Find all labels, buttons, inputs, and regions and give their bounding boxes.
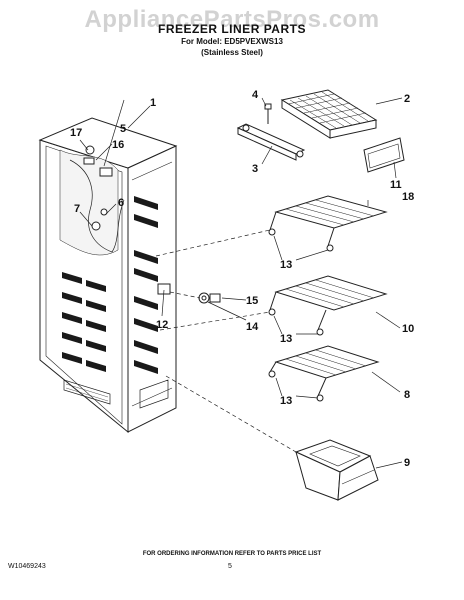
part-3-bracket bbox=[236, 123, 306, 161]
callout-10: 10 bbox=[402, 323, 414, 335]
leader-lines bbox=[79, 97, 403, 469]
callout-13c: 13 bbox=[280, 395, 292, 407]
shelf-18 bbox=[268, 195, 388, 252]
callout-13a: 13 bbox=[280, 259, 292, 271]
alignment-lines bbox=[155, 229, 297, 453]
part-2-shelf-cover bbox=[280, 89, 378, 139]
callout-8: 8 bbox=[404, 389, 410, 401]
part-14-support bbox=[198, 292, 221, 304]
callout-2: 2 bbox=[404, 93, 410, 105]
callout-17: 17 bbox=[70, 127, 82, 139]
callout-14: 14 bbox=[246, 321, 259, 333]
callout-3: 3 bbox=[252, 163, 258, 175]
page-title: FREEZER LINER PARTS bbox=[158, 22, 306, 36]
callout-16: 16 bbox=[112, 139, 124, 151]
page-number: 5 bbox=[228, 563, 232, 570]
watermark: AppliancePartsPros.com bbox=[84, 6, 380, 33]
light-components bbox=[69, 145, 171, 295]
shelf-8 bbox=[268, 345, 380, 402]
part-9-bin bbox=[294, 439, 379, 501]
part-11-panel bbox=[363, 137, 405, 173]
callout-4: 4 bbox=[252, 89, 259, 101]
callout-18: 18 bbox=[402, 191, 414, 203]
callout-7: 7 bbox=[74, 203, 80, 215]
shelf-10 bbox=[268, 275, 388, 336]
finish-line: (Stainless Steel) bbox=[201, 48, 263, 57]
callout-9: 9 bbox=[404, 457, 410, 469]
callout-5: 5 bbox=[120, 123, 126, 135]
callout-13b: 13 bbox=[280, 333, 292, 345]
callout-15: 15 bbox=[246, 295, 258, 307]
model-line: For Model: ED5PVEXWS13 bbox=[181, 37, 283, 46]
callout-12: 12 bbox=[156, 319, 168, 331]
callout-1: 1 bbox=[150, 97, 156, 109]
callout-11: 11 bbox=[390, 179, 402, 191]
part-4-screw bbox=[264, 103, 272, 124]
freezer-liner bbox=[38, 117, 178, 434]
callout-6: 6 bbox=[118, 197, 124, 209]
ordering-note: FOR ORDERING INFORMATION REFER TO PARTS … bbox=[142, 551, 322, 557]
document-number: W10469243 bbox=[8, 563, 46, 570]
